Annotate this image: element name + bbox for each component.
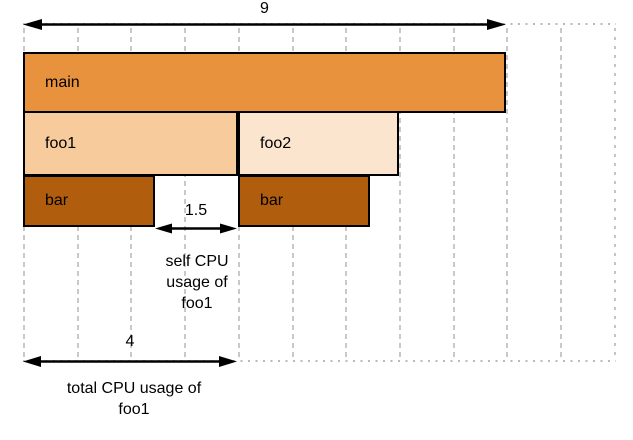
frame-bar-right: bar <box>238 175 370 227</box>
self-cpu-value: 1.5 <box>184 202 208 219</box>
grid-line <box>560 28 562 360</box>
grid-line <box>506 28 508 360</box>
frame-foo1: foo1 <box>23 111 238 176</box>
arrowhead-right-icon <box>487 19 506 30</box>
frame-bar-left: bar <box>23 175 155 227</box>
arrowhead-right-icon <box>220 223 237 234</box>
total-width-value: 9 <box>260 0 269 17</box>
arrowhead-right-icon <box>219 356 237 367</box>
frame-label: bar <box>260 192 284 209</box>
grid-line <box>184 28 186 360</box>
grid-line <box>453 28 455 360</box>
arrowhead-left-icon <box>155 223 172 234</box>
arrowhead-left-icon <box>23 356 41 367</box>
dotted-baseline-bottom <box>23 360 616 362</box>
frame-label: foo2 <box>260 134 292 152</box>
total-cpu-value: 4 <box>125 333 135 350</box>
frame-label: main <box>45 73 80 91</box>
total-cpu-arrow <box>23 356 237 367</box>
grid-line <box>614 28 616 360</box>
total-cpu-caption: total CPU usage of foo1 <box>66 380 202 418</box>
frame-main: main <box>23 52 506 113</box>
frame-label: foo1 <box>45 134 77 152</box>
frame-foo2: foo2 <box>238 111 399 176</box>
self-cpu-caption: self CPU usage of foo1 <box>165 253 229 312</box>
frame-label: bar <box>45 192 69 209</box>
grid-line <box>399 28 401 360</box>
arrowhead-left-icon <box>23 19 42 30</box>
total-width-arrow <box>23 19 506 30</box>
self-cpu-arrow <box>155 223 237 234</box>
